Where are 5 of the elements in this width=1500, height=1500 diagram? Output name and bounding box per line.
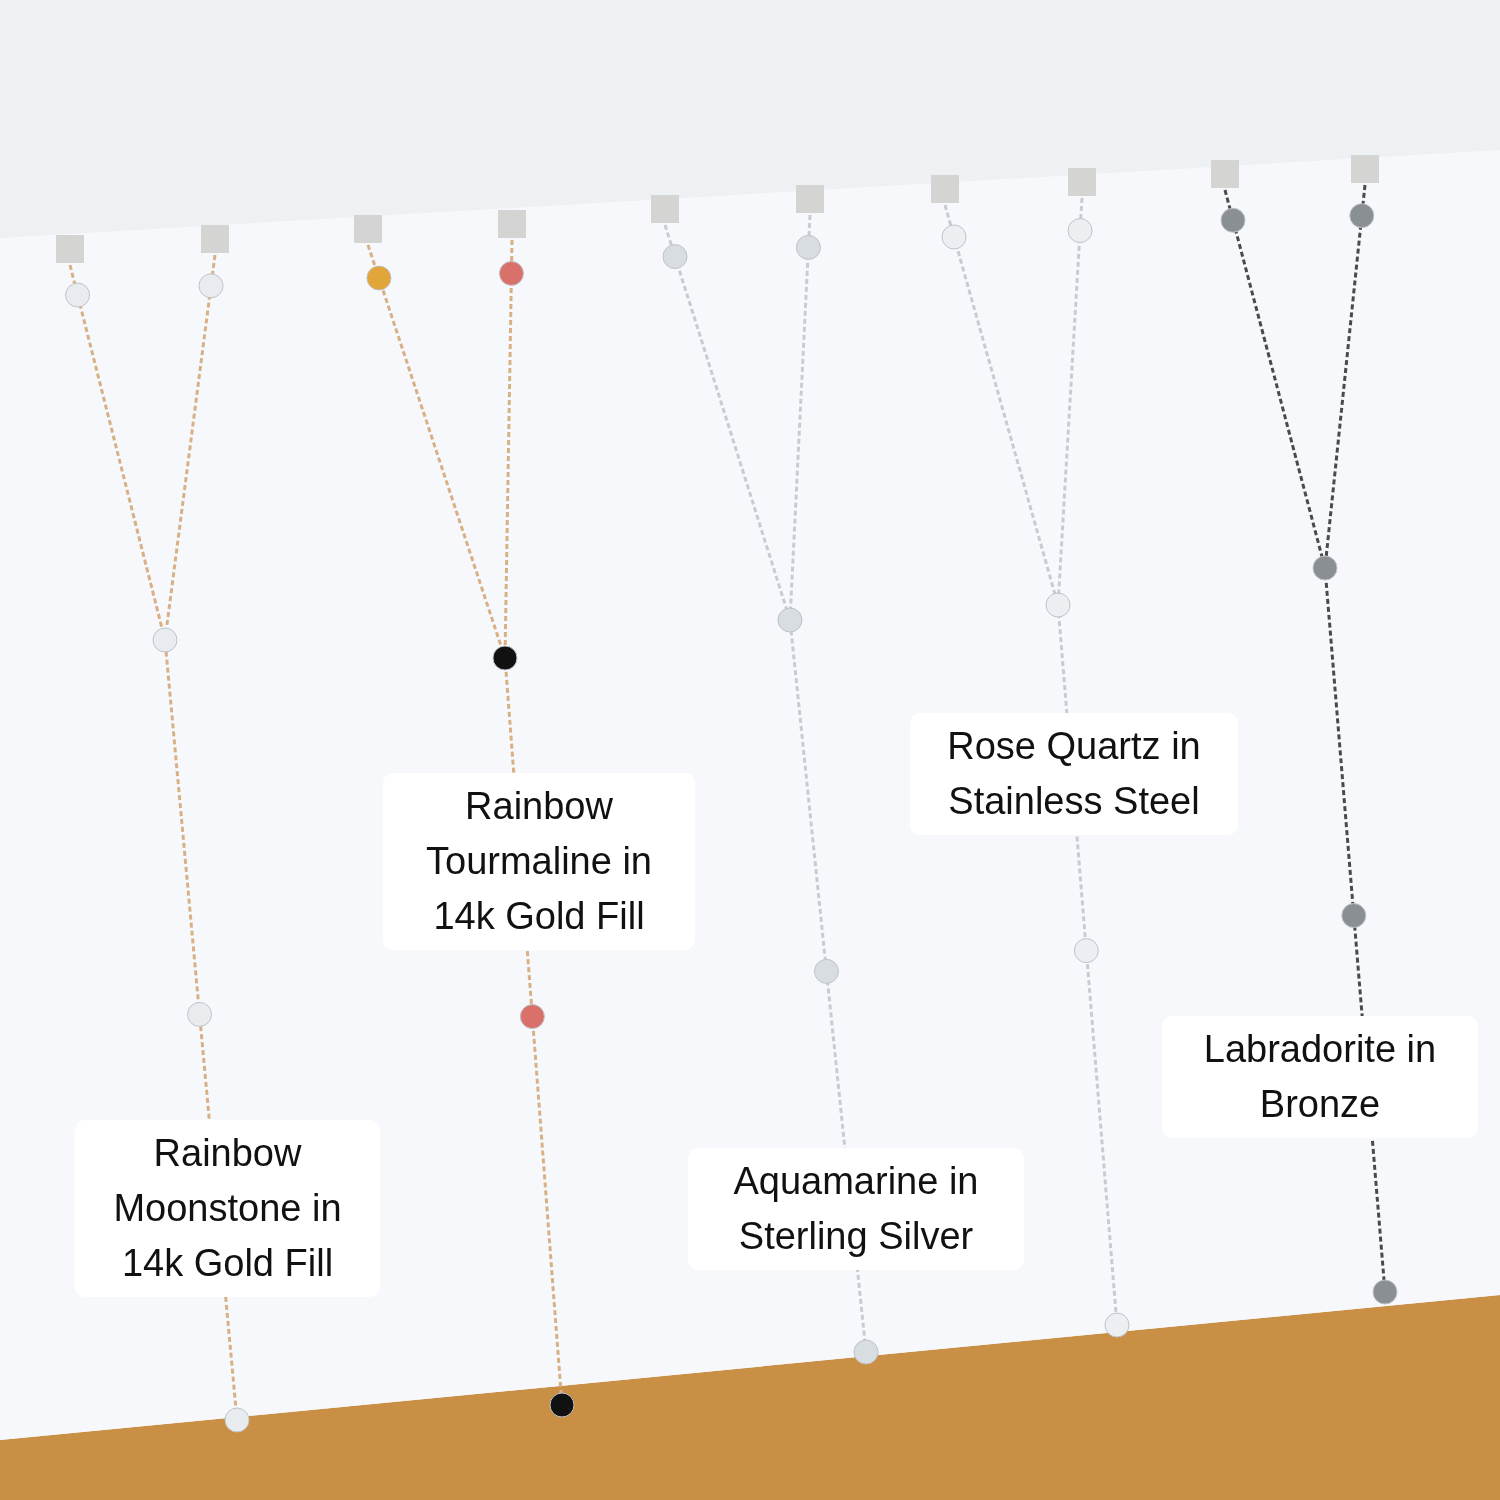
product-label: Aquamarine in Sterling Silver	[688, 1148, 1024, 1270]
product-label: Rainbow Moonstone in 14k Gold Fill	[75, 1120, 380, 1297]
product-label: Rose Quartz in Stainless Steel	[910, 713, 1238, 835]
product-label: Rainbow Tourmaline in 14k Gold Fill	[383, 773, 695, 950]
product-label: Labradorite in Bronze	[1162, 1016, 1478, 1138]
